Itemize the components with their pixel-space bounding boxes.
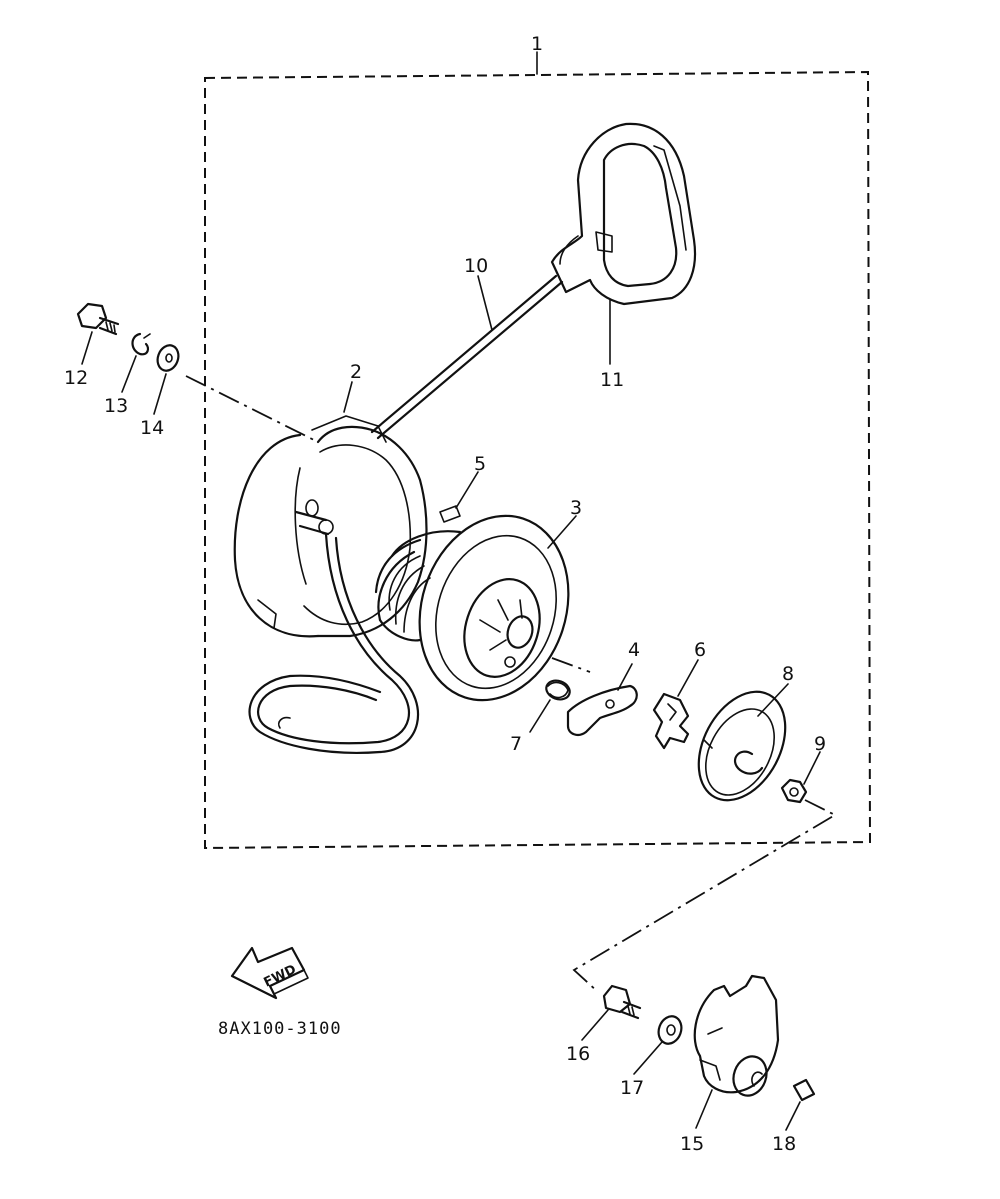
fwd-label: FWD [262,962,299,990]
starter-pulley-15 [693,974,780,1097]
callout-3: 3 [570,497,582,519]
callout-16: 16 [566,1043,590,1065]
callout-17: 17 [620,1077,644,1099]
callout-9: 9 [814,733,826,755]
callout-11: 11 [600,369,624,391]
callout-4: 4 [628,639,640,661]
nut-9 [780,778,808,804]
starter-rope [248,274,564,754]
callout-2: 2 [350,361,362,383]
spring-washer-13 [131,332,151,356]
callout-8: 8 [782,663,794,685]
callout-12: 12 [64,367,88,389]
starter-case [233,415,428,638]
plain-washer-14 [156,344,180,372]
pawl-4 [566,684,638,736]
friction-clip-6 [652,692,690,750]
leader-lines [81,275,821,1131]
sheave-drum [374,505,570,702]
forward-arrow-icon: FWD [230,946,309,1000]
callout-7: 7 [510,733,522,755]
bolt-16 [602,984,642,1020]
callout-1: 1 [531,33,543,55]
callout-6: 6 [694,639,706,661]
callout-13: 13 [104,395,128,417]
starter-handle [550,122,697,306]
callout-10: 10 [464,255,488,277]
alignment-lines [185,375,837,993]
part-number: 8AX100-3100 [218,1019,342,1039]
callout-5: 5 [474,453,486,475]
callout-14: 14 [140,417,164,439]
spring-7 [545,679,571,701]
assembly-boundary [204,51,872,850]
washer-17 [657,1015,683,1045]
bolt-12 [76,302,120,336]
callout-15: 15 [680,1133,704,1155]
key-18 [792,1078,816,1102]
callout-labels: 1 2 3 4 5 6 7 8 9 10 11 12 13 14 15 16 1… [64,33,826,1155]
callout-18: 18 [772,1133,796,1155]
